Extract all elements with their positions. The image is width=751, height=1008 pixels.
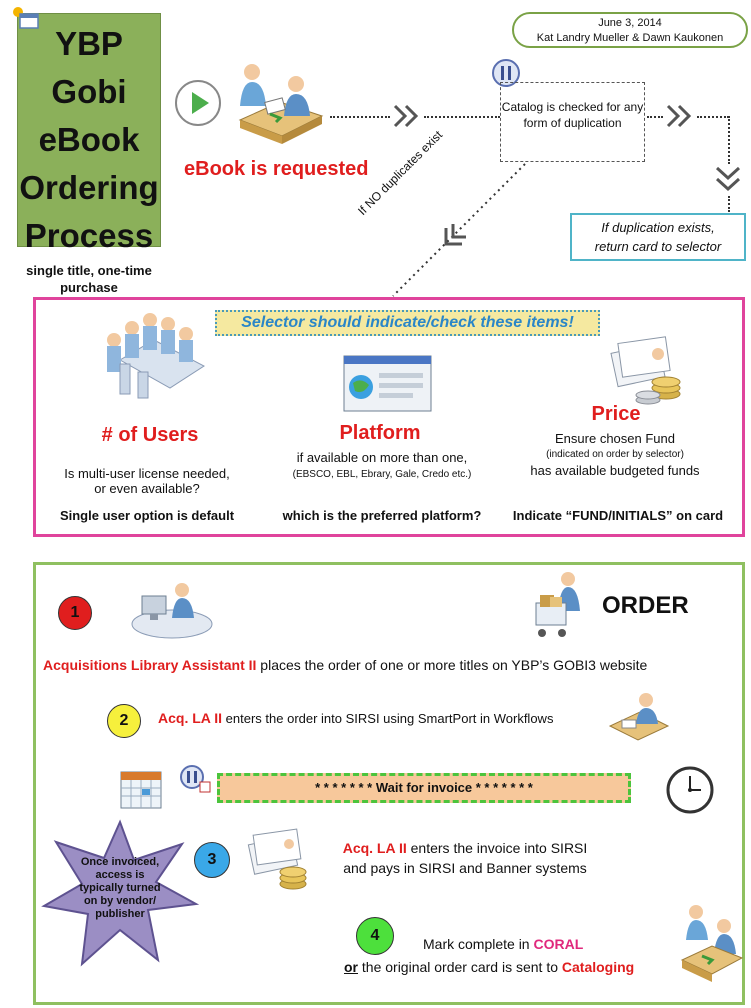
double-chevron-down-icon	[714, 165, 742, 193]
price-line: has available budgeted funds	[505, 463, 725, 478]
title-subtitle: single title, one-time purchase	[18, 262, 160, 296]
duplication-text: return card to selector	[572, 237, 744, 256]
step-2-badge: 2	[107, 704, 141, 738]
users-description: Is multi-user license needed, or even av…	[42, 466, 252, 496]
star-note-line: on by vendor/	[65, 895, 175, 908]
people-desk-icon	[232, 58, 324, 146]
users-line: Is multi-user license needed,	[42, 466, 252, 481]
catalog-check-text: Catalog is checked for any form of dupli…	[502, 100, 643, 130]
documents-coins-icon	[608, 332, 688, 412]
date-authors-box: June 3, 2014 Kat Landry Mueller & Dawn K…	[512, 12, 748, 48]
connector-line	[728, 116, 730, 164]
duplication-box: If duplication exists, return card to se…	[570, 213, 746, 261]
price-line: Ensure chosen Fund	[505, 431, 725, 446]
star-note-text: Once invoiced, access is typically turne…	[65, 856, 175, 921]
connector-line	[647, 116, 663, 118]
window-icon	[10, 4, 40, 30]
step-2-actor: Acq. LA II	[158, 710, 222, 726]
step-4-line-1: Mark complete in CORAL	[423, 936, 583, 952]
step-3-action: enters the invoice into SIRSI	[407, 840, 588, 856]
step-3-badge: 3	[194, 842, 230, 878]
coral-label: CORAL	[533, 936, 583, 952]
platform-line: (EBSCO, EBL, Ebrary, Gale, Credo etc.)	[262, 469, 502, 480]
step-1-badge: 1	[58, 596, 92, 630]
meeting-users-icon	[100, 308, 206, 400]
step-4-text: the original order card is sent to	[358, 959, 562, 975]
connector-line	[697, 116, 729, 118]
computer-user-icon	[128, 578, 214, 640]
title-line: Process	[18, 212, 160, 260]
star-note-line: publisher	[65, 908, 175, 921]
platform-heading: Platform	[300, 422, 460, 445]
order-heading: ORDER	[602, 592, 689, 620]
star-note-line: typically turned	[65, 882, 175, 895]
step-3-action: and pays in SIRSI and Banner systems	[320, 858, 610, 878]
or-label: or	[344, 959, 358, 975]
authors-text: Kat Landry Mueller & Dawn Kaukonen	[514, 31, 746, 46]
people-desk-icon	[680, 900, 744, 984]
step-1-action: places the order of one or more titles o…	[256, 657, 647, 673]
star-note-line: access is	[65, 869, 175, 882]
step-4-line-2: or the original order card is sent to Ca…	[344, 959, 634, 975]
documents-coins-icon	[245, 826, 317, 898]
double-chevron-downleft-icon	[438, 222, 470, 254]
page-title: YBP Gobi eBook Ordering Process	[18, 20, 160, 260]
request-label: eBook is requested	[184, 158, 369, 181]
shopping-cart-icon	[530, 571, 588, 643]
title-line: eBook	[18, 116, 160, 164]
platform-description: if available on more than one, (EBSCO, E…	[262, 450, 502, 480]
step-2-action: enters the order into SIRSI using SmartP…	[222, 711, 553, 726]
step-3-text: Acq. LA II enters the invoice into SIRSI…	[320, 838, 610, 878]
users-note: Single user option is default	[42, 508, 252, 523]
clock-icon	[665, 765, 715, 815]
play-icon	[175, 80, 221, 126]
catalog-check-box: Catalog is checked for any form of dupli…	[500, 82, 645, 162]
step-4-badge: 4	[356, 917, 394, 955]
title-line: Ordering	[18, 164, 160, 212]
subtitle-line: single title, one-time	[18, 262, 160, 279]
platform-note: which is the preferred platform?	[262, 508, 502, 523]
star-note-line: Once invoiced,	[65, 856, 175, 869]
step-3-actor: Acq. LA II	[343, 840, 407, 856]
calendar-icon	[118, 766, 164, 812]
cataloging-label: Cataloging	[562, 959, 634, 975]
connector-line	[424, 116, 500, 118]
double-chevron-right-icon	[665, 103, 695, 129]
title-line: YBP Gobi	[18, 20, 160, 116]
duplication-text: If duplication exists,	[572, 218, 744, 237]
browser-window-icon	[343, 355, 433, 413]
connector-line	[330, 116, 390, 118]
step-1-actor: Acquisitions Library Assistant II	[43, 657, 256, 673]
date-text: June 3, 2014	[514, 16, 746, 31]
users-line: or even available?	[42, 481, 252, 496]
step-4-text: Mark complete in	[423, 936, 533, 952]
wait-for-invoice-bar: * * * * * * * Wait for invoice * * * * *…	[217, 773, 631, 803]
step-2-text: Acq. LA II enters the order into SIRSI u…	[158, 710, 553, 726]
price-line: (indicated on order by selector)	[505, 449, 725, 460]
users-heading: # of Users	[70, 424, 230, 447]
step-1-text: Acquisitions Library Assistant II places…	[43, 657, 647, 673]
double-chevron-right-icon	[392, 103, 422, 129]
desk-worker-icon	[606, 690, 670, 746]
connector-line	[728, 196, 730, 212]
price-heading: Price	[556, 403, 676, 426]
pause-icon	[178, 764, 212, 794]
subtitle-line: purchase	[18, 279, 160, 296]
selector-banner: Selector should indicate/check these ite…	[215, 310, 600, 336]
price-note: Indicate “FUND/INITIALS” on card	[498, 508, 738, 523]
price-description: Ensure chosen Fund (indicated on order b…	[505, 431, 725, 478]
title-box: YBP Gobi eBook Ordering Process single t…	[17, 13, 161, 247]
platform-line: if available on more than one,	[262, 450, 502, 465]
